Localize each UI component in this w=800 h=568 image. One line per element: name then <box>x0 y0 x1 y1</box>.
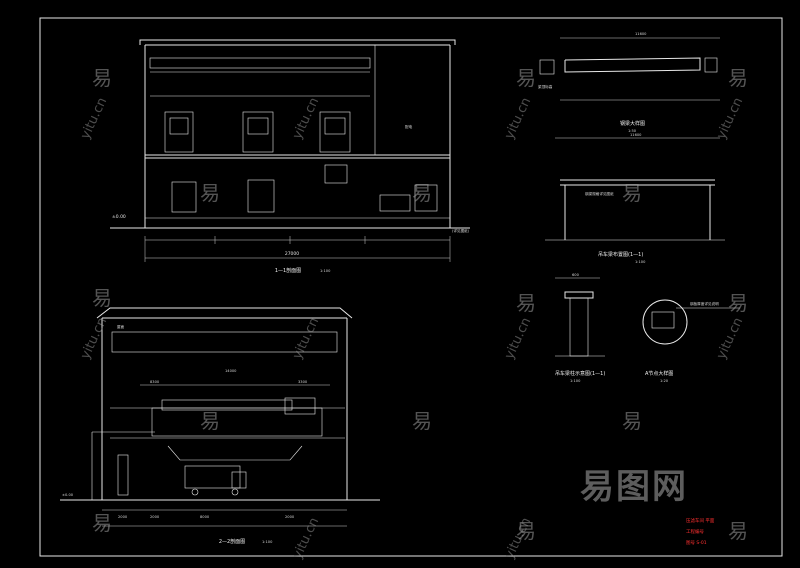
detail-column-title: 吊车梁柱示意图(1—1) <box>555 370 605 377</box>
svg-text:yitu.cn: yitu.cn <box>78 95 110 141</box>
detail-node-scale: 1:20 <box>660 379 669 383</box>
svg-text:yitu.cn: yitu.cn <box>290 315 322 361</box>
detail-crane-scale: 1:100 <box>635 260 646 264</box>
section-2-2-roof-label: 屋面 <box>117 324 125 329</box>
stamp-line-2: 工程编号 <box>686 528 704 535</box>
detail-crane-beam-layout: 11600 钢梁规格详见图纸 吊车梁布置图(1—1) 1:100 <box>545 133 725 264</box>
title-stamp: 压滤车间 平面 工程编号 图号 S-01 <box>686 517 715 546</box>
svg-text:易: 易 <box>622 409 642 433</box>
watermark-layer: 易 易 易 易 易 易 易 易 易 易 易 易 易 易 易 yitu.cn yi… <box>78 66 748 562</box>
svg-text:易: 易 <box>728 291 748 315</box>
section-2-2-elevation: ±0.00 <box>62 493 74 497</box>
section-2-2-title: 2—2剖面图 <box>219 538 245 545</box>
svg-text:易: 易 <box>728 519 748 543</box>
detail-column-scale: 1:100 <box>570 379 581 383</box>
section-2-2-dim-2: 2000 <box>150 515 160 519</box>
detail-crane-dim: 11600 <box>630 133 642 137</box>
section-2-2-dim-1: 2000 <box>118 515 128 519</box>
svg-text:易: 易 <box>516 291 536 315</box>
svg-text:易: 易 <box>412 181 432 205</box>
svg-text:yitu.cn: yitu.cn <box>714 95 746 141</box>
section-2-2-scale: 1:100 <box>262 540 273 544</box>
svg-text:yitu.cn: yitu.cn <box>714 315 746 361</box>
svg-text:易: 易 <box>516 66 536 90</box>
detail-steel-beam: 11600 梁顶标高 钢梁大样图 1:50 <box>538 32 720 133</box>
detail-beam-scale: 1:50 <box>628 129 637 133</box>
detail-crane-title: 吊车梁布置图(1—1) <box>598 251 643 258</box>
section-1-1-elevation: ±0.00 <box>112 214 126 220</box>
detail-crane-note: 钢梁规格详见图纸 <box>585 191 614 196</box>
stamp-line-1: 压滤车间 平面 <box>686 517 715 524</box>
sheet-border <box>39 17 783 557</box>
svg-text:易: 易 <box>622 181 642 205</box>
section-2-2-top-dim-1: 8300 <box>150 380 160 384</box>
section-2-2: 8300 14000 3300 2000 2000 8000 2000 屋面 ±… <box>60 307 380 545</box>
svg-text:易: 易 <box>200 181 220 205</box>
detail-column: 600 吊车梁柱示意图(1—1) 1:100 <box>555 273 605 383</box>
detail-node-a: 钢板厚度详见说明 A节点大样图 1:20 <box>642 299 740 383</box>
section-2-2-top-dim-3: 3300 <box>298 380 308 384</box>
detail-column-dim: 600 <box>572 273 580 277</box>
svg-text:易: 易 <box>92 286 112 310</box>
svg-text:yitu.cn: yitu.cn <box>502 315 534 361</box>
section-2-2-top-dim-2: 14000 <box>225 369 237 373</box>
section-1-1-overall-dim: 27000 <box>285 251 299 257</box>
svg-text:易: 易 <box>412 409 432 433</box>
svg-text:yitu.cn: yitu.cn <box>78 315 110 361</box>
detail-node-note: 钢板厚度详见说明 <box>690 301 719 306</box>
detail-node-title: A节点大样图 <box>645 370 673 377</box>
section-2-2-dim-3: 8000 <box>200 515 210 519</box>
section-2-2-dim-4: 2000 <box>285 515 295 519</box>
svg-text:易: 易 <box>516 519 536 543</box>
watermark-logo: 易图网 <box>580 467 688 507</box>
svg-text:yitu.cn: yitu.cn <box>290 515 322 561</box>
svg-text:yitu.cn: yitu.cn <box>502 95 534 141</box>
section-1-1: 27000 ±0.00 配电 (详见图纸) 1—1剖面图 1:100 <box>110 39 470 274</box>
svg-text:易: 易 <box>200 409 220 433</box>
svg-text:易: 易 <box>728 66 748 90</box>
detail-beam-note: 梁顶标高 <box>538 84 553 89</box>
svg-text:易: 易 <box>92 511 112 535</box>
detail-beam-dim: 11600 <box>635 32 647 36</box>
section-1-1-note: (详见图纸) <box>452 228 470 233</box>
section-1-1-room-label: 配电 <box>405 124 413 129</box>
section-1-1-scale: 1:100 <box>320 269 331 273</box>
svg-text:易: 易 <box>92 66 112 90</box>
stamp-line-3: 图号 S-01 <box>686 540 707 546</box>
svg-text:yitu.cn: yitu.cn <box>290 95 322 141</box>
section-1-1-title: 1—1剖面图 <box>275 267 301 274</box>
detail-beam-title: 钢梁大样图 <box>620 120 645 127</box>
